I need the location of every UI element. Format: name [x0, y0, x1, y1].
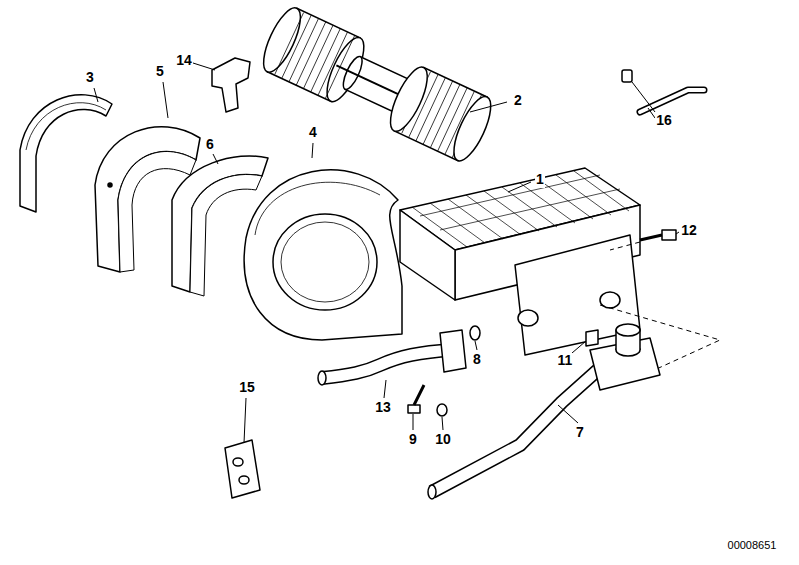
rod-part	[622, 70, 704, 112]
pipe-valve	[428, 324, 660, 499]
clip-part	[586, 330, 598, 346]
callout-number: 6	[205, 137, 215, 152]
heater-core	[400, 168, 640, 355]
o-ring	[470, 326, 480, 340]
callout-number: 7	[575, 425, 585, 440]
bracket-part	[212, 58, 250, 112]
callout-number: 16	[655, 113, 673, 128]
washer-part	[437, 404, 447, 416]
callout-number: 15	[238, 380, 256, 395]
callout-number: 14	[175, 53, 193, 68]
leader-line	[94, 63, 679, 443]
callout-number: 4	[308, 125, 318, 140]
callout-number: 12	[680, 223, 698, 238]
drawing-number: 00008651	[727, 539, 778, 551]
callout-number: 2	[513, 93, 523, 108]
pipe-part	[318, 330, 466, 385]
callout-number: 3	[85, 70, 95, 85]
blower-housing	[244, 170, 402, 340]
callout-number: 9	[408, 432, 418, 447]
grommet-part	[225, 440, 260, 498]
callout-number: 10	[434, 432, 452, 447]
callout-number: 5	[155, 64, 165, 79]
bolt-part	[408, 385, 424, 413]
blower-motor	[256, 3, 498, 165]
callout-number: 1	[535, 172, 545, 187]
callout-number: 8	[472, 352, 482, 367]
callout-number: 13	[374, 400, 392, 415]
screw-part	[640, 230, 676, 240]
callout-number: 11	[557, 353, 574, 368]
dashed-line	[600, 242, 720, 372]
